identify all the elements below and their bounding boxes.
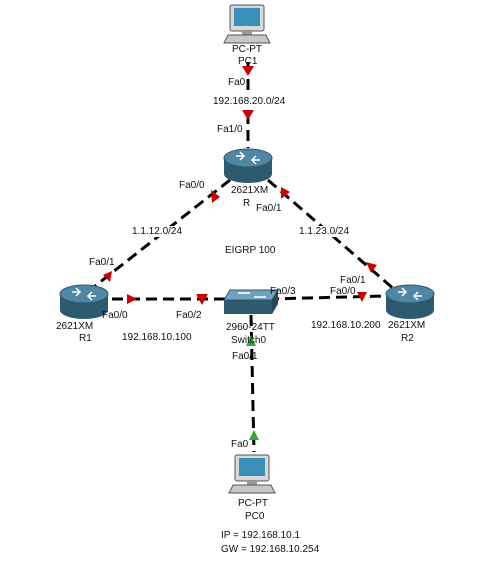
router-icon[interactable] bbox=[223, 148, 273, 183]
if-r1-fa0-0: Fa0/0 bbox=[102, 310, 128, 321]
r2-model-label: 2621XM bbox=[388, 320, 426, 331]
if-sw-fa0-1: Fa0/1 bbox=[232, 351, 258, 362]
if-r2-fa0-0: Fa0/0 bbox=[330, 286, 356, 297]
link-marker-r-fa0-0 bbox=[211, 190, 220, 203]
if-r2-fa0-1: Fa0/1 bbox=[340, 275, 366, 286]
if-r-fa1-0: Fa1/0 bbox=[217, 124, 243, 135]
r1-model-label: 2621XM bbox=[56, 321, 94, 332]
link-r-r2[interactable] bbox=[267, 178, 396, 292]
pc0-gw-label: GW = 192.168.10.254 bbox=[221, 544, 320, 555]
if-sw-fa0-3: Fa0/3 bbox=[270, 286, 296, 297]
pc1-name-label: PC1 bbox=[238, 56, 258, 67]
link-marker-sw-fa0-2 bbox=[196, 294, 208, 305]
pc-icon[interactable] bbox=[228, 454, 276, 494]
link-marker-r2-fa0-1 bbox=[366, 262, 377, 273]
router-icon[interactable] bbox=[59, 284, 109, 319]
switch-icon[interactable] bbox=[223, 289, 279, 314]
pc-icon[interactable] bbox=[223, 4, 271, 44]
router-icon[interactable] bbox=[385, 284, 435, 319]
link-marker-r-fa0-1 bbox=[281, 187, 290, 199]
if-r1-fa0-1: Fa0/1 bbox=[89, 257, 115, 268]
link-marker-sw-fa0-1 bbox=[246, 335, 256, 346]
network-label-r2-lan: 192.168.10.200 bbox=[311, 320, 381, 331]
pc1-model-label: PC-PT bbox=[232, 44, 262, 55]
r-model-label: 2621XM bbox=[231, 185, 269, 196]
link-marker-pc0-fa0 bbox=[249, 430, 259, 440]
switch0-name-label: Switch0 bbox=[231, 335, 267, 346]
link-marker-r-fa1-0 bbox=[242, 110, 254, 120]
link-switch-r2[interactable] bbox=[267, 294, 386, 301]
pc0-name-label: PC0 bbox=[245, 511, 265, 522]
network-label-r1-lan: 192.168.10.100 bbox=[122, 332, 192, 343]
switch0-model-label: 2960-24TT bbox=[226, 322, 275, 333]
link-marker-pc1 bbox=[242, 66, 254, 76]
pc0-model-label: PC-PT bbox=[238, 498, 268, 509]
if-pc1-fa0: Fa0 bbox=[228, 77, 246, 88]
r2-name-label: R2 bbox=[401, 333, 414, 344]
network-label-r-r2: 1.1.23.0/24 bbox=[297, 226, 352, 237]
if-r-fa0-0: Fa0/0 bbox=[179, 180, 205, 191]
r1-name-label: R1 bbox=[79, 333, 92, 344]
r-name-label: R bbox=[243, 198, 251, 209]
if-pc0-fa0: Fa0 bbox=[231, 439, 249, 450]
if-r-fa0-1: Fa0/1 bbox=[256, 203, 282, 214]
pc0-ip-label: IP = 192.168.10.1 bbox=[221, 530, 301, 541]
network-label-top: 192.168.20.0/24 bbox=[211, 96, 288, 107]
network-label-r-r1: 1.1.12.0/24 bbox=[130, 226, 185, 237]
link-marker-r1-fa0-0 bbox=[127, 294, 137, 304]
protocol-label: EIGRP 100 bbox=[225, 245, 276, 256]
link-marker-r2-fa0-0 bbox=[357, 292, 367, 302]
link-marker-r1-fa0-1 bbox=[103, 271, 112, 282]
if-sw-fa0-2: Fa0/2 bbox=[176, 310, 202, 321]
